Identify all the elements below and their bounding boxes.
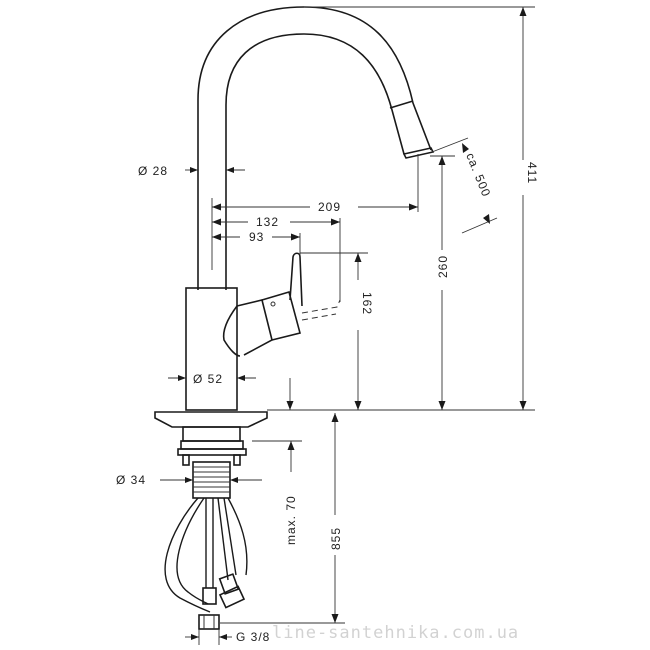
dim-pullout-length: ca. 500	[463, 151, 493, 199]
dim-connection-thread: G 3/8	[236, 630, 270, 644]
dim-hose-length: 855	[329, 527, 343, 550]
faucet-body	[185, 252, 341, 411]
dim-total-height: 411	[525, 162, 539, 184]
spout	[197, 6, 435, 290]
dim-spout-diameter: Ø 28	[138, 164, 168, 178]
dim-body-diameter: Ø 52	[193, 372, 223, 386]
watermark: line-santehnika.com.ua	[272, 623, 519, 643]
dim-handle-reach: 132	[256, 215, 279, 229]
dimensions: Ø 28 209 132 93 162	[116, 6, 539, 645]
dim-outlet-height: 260	[436, 255, 450, 278]
hoses	[164, 497, 248, 630]
dim-lever-reach: 93	[249, 230, 264, 244]
dim-shank-diameter: Ø 34	[116, 473, 146, 487]
mounting-assembly	[154, 411, 268, 499]
dim-max-deck: max. 70	[284, 495, 298, 545]
dim-spout-reach: 209	[318, 200, 341, 214]
dim-handle-height: 162	[360, 292, 374, 315]
